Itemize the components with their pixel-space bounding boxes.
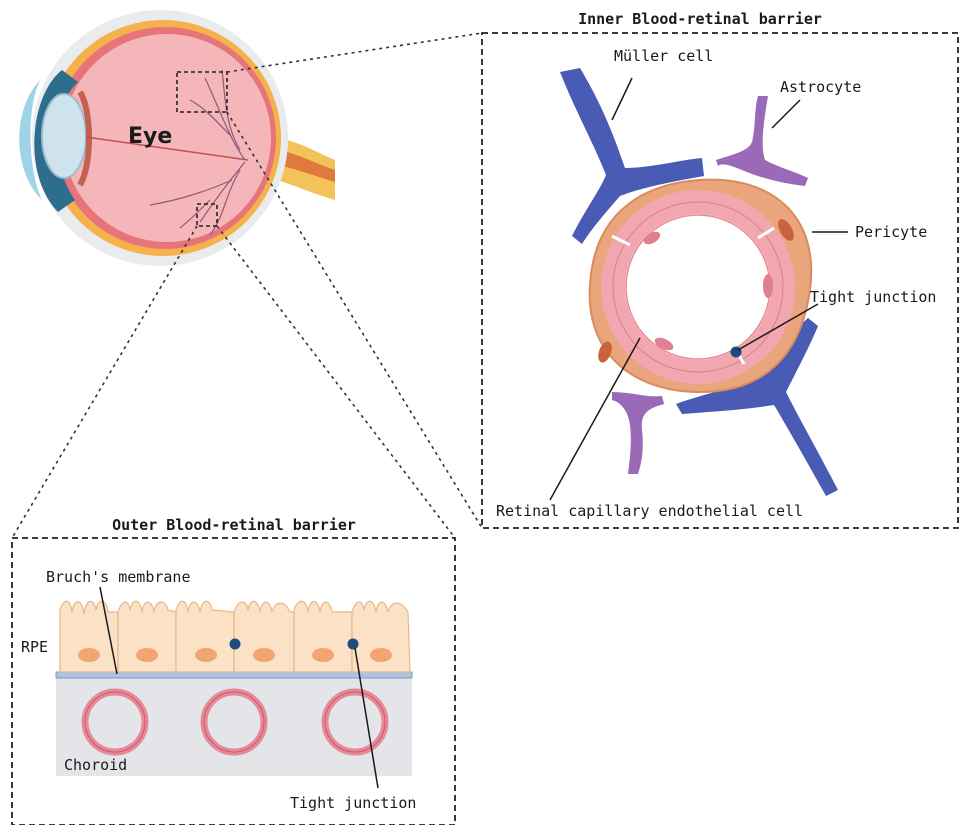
astrocyte-label: Astrocyte: [780, 78, 861, 96]
tight-junction-label-inner: Tight junction: [810, 288, 936, 306]
bruchs-membrane-label: Bruch's membrane: [46, 568, 191, 586]
inner-panel-title: Inner Blood-retinal barrier: [578, 10, 822, 28]
endothelial-cell-label: Retinal capillary endothelial cell: [496, 502, 803, 520]
endothelial-nucleus: [763, 274, 773, 298]
eye-illustration: Eye: [19, 10, 335, 266]
lens: [42, 94, 86, 178]
muller-cell-label: Müller cell: [614, 47, 713, 65]
pericyte-label: Pericyte: [855, 223, 927, 241]
rpe-tight-junction: [230, 639, 241, 650]
outer-barrier-panel: Outer Blood-retinal barrier: [12, 516, 455, 825]
tight-junction-label-outer: Tight junction: [290, 794, 416, 812]
rpe-label: RPE: [21, 638, 48, 656]
inner-barrier-panel: Inner Blood-retinal barrier: [482, 10, 958, 528]
rpe-tight-junction: [348, 639, 359, 650]
eye-label: Eye: [128, 124, 172, 149]
outer-panel-title: Outer Blood-retinal barrier: [112, 516, 356, 534]
choroid-label: Choroid: [64, 756, 127, 774]
